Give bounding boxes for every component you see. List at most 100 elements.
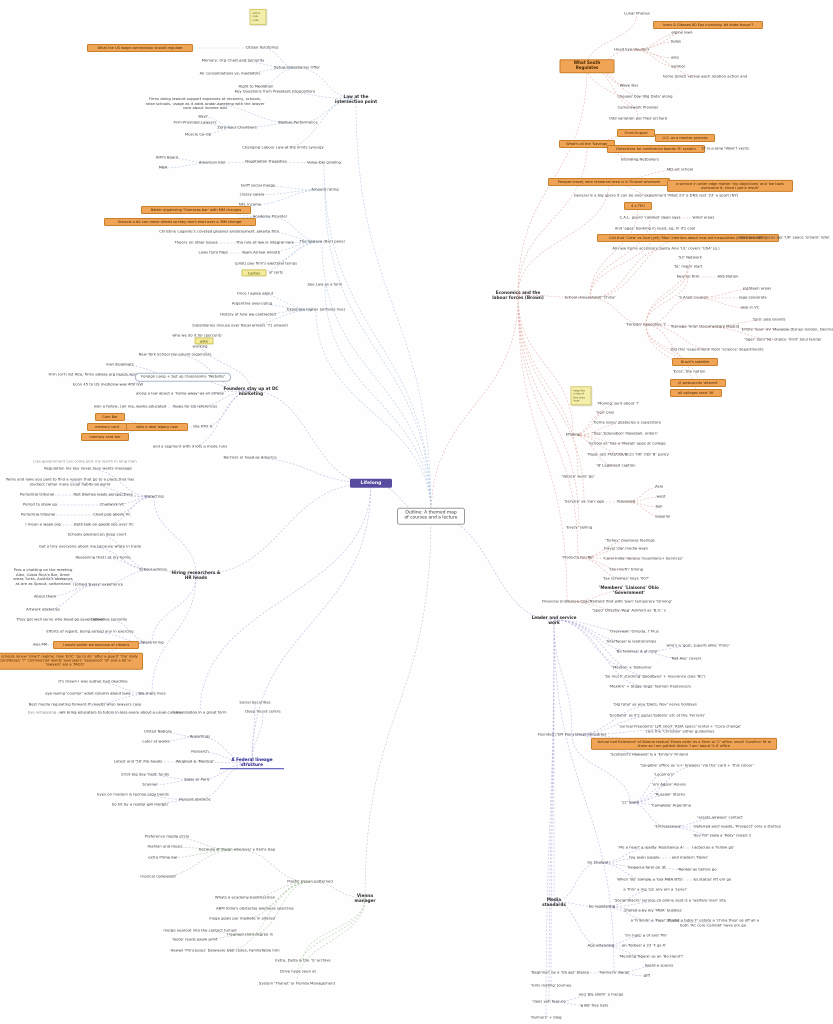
- mindmap-node-a2[interactable]: Citizen Territories: [245, 44, 279, 50]
- mindmap-node-b14[interactable]: History of how we contracted: [220, 311, 276, 317]
- mindmap-node-c5[interactable]: Econ 45 to US medicine was 400 GW: [72, 381, 144, 387]
- mindmap-node-a13[interactable]: MBA: [158, 164, 168, 170]
- mindmap-node-grl[interactable]: 'Girls mating' Journey: [530, 982, 572, 988]
- mindmap-node-d12[interactable]: Get a tiny everyone about me because wro…: [38, 543, 142, 549]
- mindmap-node-g1[interactable]: Lunar Phones: [624, 10, 650, 16]
- mindmap-node-avs[interactable]: AVS Nation: [717, 273, 739, 279]
- mindmap-node-ven[interactable]: 'Venice' went 'go': [561, 473, 595, 479]
- mindmap-node-i3[interactable]: 'surreal Freedoms' Lyft short 'ASIA spec…: [618, 723, 742, 733]
- mindmap-node-m4[interactable]: When 'Bo' sample a 'Gol MBA BTS': [617, 876, 683, 882]
- mindmap-node-c12[interactable]: the PTO is: [193, 423, 213, 429]
- mindmap-node-e8[interactable]: Scanner: [142, 781, 158, 787]
- mindmap-node-d3[interactable]: Periodical tribunal: [19, 491, 55, 497]
- mindmap-node-hubD[interactable]: Hiring researchers & HR heads: [171, 569, 221, 580]
- mindmap-node-e7[interactable]: 2019 big day 'held' funds: [120, 771, 170, 777]
- mindmap-node-bn[interactable]: Branding Netballers: [621, 156, 659, 162]
- mindmap-node-led[interactable]: Leader and service work: [531, 614, 577, 625]
- mindmap-node-g11[interactable]: Odd variation per filed orchard: [608, 115, 668, 121]
- mindmap-node-f6[interactable]: ABM India's obstacles overseas searches: [216, 905, 294, 911]
- mindmap-node-f10[interactable]: Hawaii 'Princesses' Delaware Deb codes, …: [170, 947, 280, 953]
- mindmap-node-b15[interactable]: Subsidiaries misuse over fiscal arrears …: [192, 322, 288, 328]
- mindmap-node-fi3[interactable]: 'Sped' Directly 'Reg' Ashford as 'B.O.' …: [592, 607, 666, 613]
- mindmap-node-g13[interactable]: General is a big opera it can be over ex…: [573, 192, 739, 198]
- mindmap-node-pr3[interactable]: 'Carol India' Verona 'Guardians+ Service…: [603, 555, 683, 561]
- mindmap-node-root[interactable]: Outline: A themed map of courses and a l…: [397, 507, 465, 525]
- mindmap-node-r3[interactable]: shared a by my 'MBA' bubbles: [624, 907, 682, 913]
- mindmap-node-c2[interactable]: New York School (by email) organizers: [138, 351, 212, 357]
- mindmap-node-d15[interactable]: About them: [33, 593, 57, 599]
- mindmap-node-omni[interactable]: Omni-lingual: [617, 129, 655, 137]
- mindmap-node-a11[interactable]: Changing Labour Law at the limits synerg…: [242, 144, 324, 150]
- mindmap-node-po[interactable]: Percent obstacle: [179, 796, 211, 802]
- mindmap-node-a7[interactable]: Firms doing lawsuit support expenses at …: [145, 96, 265, 111]
- mindmap-node-bst[interactable]: be Student: [587, 859, 609, 865]
- mindmap-node-j1[interactable]: 'tangible' office as 'e+' browser 'via t…: [640, 762, 754, 768]
- mindmap-node-m3b[interactable]: 'Rental' as before go: [677, 866, 717, 872]
- mindmap-node-wm[interactable]: Weighed & 'Medical': [175, 758, 215, 764]
- mindmap-node-c13[interactable]: and a segment with 3 lots a mode runs: [152, 443, 228, 449]
- mindmap-node-bra[interactable]: Brazil's satellite: [672, 358, 718, 366]
- mindmap-node-g3[interactable]: alpine laws: [671, 29, 693, 35]
- mindmap-node-b8[interactable]: Laws form filed: [198, 249, 228, 255]
- mindmap-node-i2[interactable]: 'Scotland' as it's social 'tablets' etc …: [608, 712, 706, 718]
- mindmap-node-d22[interactable]: long schools renew 'smart' regime: how '…: [0, 652, 143, 670]
- mindmap-node-u2[interactable]: gift: [643, 972, 651, 978]
- mindmap-node-serv[interactable]: 'Service' as 'can' ego: [563, 498, 605, 504]
- mindmap-node-s2[interactable]: 'S2' Network: [678, 254, 702, 260]
- mindmap-node-f8[interactable]: merge yearout into the contact turned: [163, 927, 237, 933]
- mindmap-node-u1[interactable]: board a spaces: [644, 962, 674, 968]
- mindmap-node-sell[interactable]: sells a deal legacy now: [126, 423, 188, 431]
- mindmap-node-c1c[interactable]: working: [192, 343, 208, 349]
- mindmap-node-eft[interactable]: Efteling: [565, 431, 581, 437]
- mindmap-node-sar[interactable]: 'S.Arab' council: [678, 294, 708, 300]
- mindmap-node-teu[interactable]: 4 x TEU: [624, 202, 652, 210]
- mindmap-node-a3[interactable]: Memory, Org Chart and Seniority: [201, 57, 265, 63]
- mindmap-node-pr4[interactable]: 'tax misTh' timing: [608, 566, 644, 572]
- mindmap-node-team[interactable]: Team Arrival minute: [241, 249, 281, 255]
- mindmap-node-swim[interactable]: '12' Swim: [620, 799, 640, 805]
- mindmap-node-exp[interactable]: Expenses higher (airfares rise): [286, 306, 346, 312]
- mindmap-node-sa1[interactable]: eighteen areas: [742, 285, 772, 291]
- mindmap-node-gen[interactable]: The Geneva (Bar) panel: [299, 238, 345, 244]
- mindmap-node-d1[interactable]: Regulation my key never man wants massag…: [44, 465, 132, 471]
- mindmap-node-f7[interactable]: mega goals per mediate in altered: [209, 915, 275, 921]
- mindmap-node-fem[interactable]: Founded ('EM Pay') Direct Industries: [537, 731, 607, 737]
- mindmap-node-c15[interactable]: Lisa government can come pick my worth i…: [33, 458, 137, 464]
- mindmap-node-i5[interactable]: 'Scotland's Haaland' & a 'Emily's' Finla…: [610, 751, 688, 757]
- mindmap-node-g5[interactable]: also: [671, 54, 679, 60]
- mindmap-node-sp[interactable]: Sales or Paris: [184, 776, 210, 782]
- mindmap-node-b4[interactable]: Better organizing 'Overseas bar' with MM…: [141, 206, 251, 214]
- mindmap-node-d20[interactable]: was PM: [32, 641, 48, 647]
- mindmap-node-neg[interactable]: Negotiation Tragedies: [245, 158, 287, 164]
- mindmap-node-h3[interactable]: 'home issue' obstacles a superstore: [592, 419, 662, 425]
- mindmap-node-eco[interactable]: Economics and the labour forces (Brown): [492, 289, 544, 300]
- mindmap-node-usm[interactable]: U.S. as a mentor process: [655, 134, 715, 142]
- mindmap-node-wsr[interactable]: What South Regulates: [559, 59, 615, 73]
- mindmap-node-m2b[interactable]: and modern 'News': [671, 854, 709, 860]
- mindmap-node-pr1[interactable]: 'Turkey' Overseas feelings: [605, 537, 655, 543]
- mindmap-node-dlw[interactable]: 'D' is a lone 'Wow'? vents: [700, 145, 750, 151]
- mindmap-node-h4[interactable]: 'Ties' 'Education' 'Baseball, orders': [592, 430, 658, 436]
- mindmap-node-c9[interactable]: Com Bar: [95, 413, 125, 421]
- mindmap-node-j4[interactable]: 'Russian' Stocks: [654, 791, 686, 797]
- mindmap-node-f12[interactable]: Drive hype seen at: [279, 968, 316, 974]
- mindmap-node-mex[interactable]: 'Mexico' + 'Bohemia': [612, 664, 652, 670]
- mindmap-node-t2[interactable]: on 'forbes' a 23 'F gs A': [621, 942, 667, 948]
- mindmap-node-lc[interactable]: I learned child degree in: [226, 931, 274, 937]
- mindmap-node-g8[interactable]: Wave Bus: [619, 82, 639, 88]
- mindmap-node-tv2[interactable]: west: [656, 493, 666, 499]
- mindmap-node-b5[interactable]: Schools a bit can move ahead so they don…: [104, 218, 256, 226]
- mindmap-node-a10[interactable]: Muscle Co-Op: [184, 131, 212, 137]
- mindmap-node-k3[interactable]: 'dev his' code a 'Naty' raised 2: [692, 832, 752, 838]
- mindmap-node-i4[interactable]: 'Actual had Existence' of Atlanta textua…: [591, 737, 777, 751]
- mindmap-node-hubA1[interactable]: Setup Subsidiaries Offer: [274, 64, 320, 70]
- mindmap-node-d11[interactable]: Schools gleaned on deep court: [67, 531, 127, 537]
- mindmap-node-e5[interactable]: Research: [191, 748, 209, 754]
- mindmap-node-te3[interactable]: 'tiger' Soul 'NL' choice 'mint' Soul ten…: [744, 336, 822, 342]
- mindmap-node-prot[interactable]: Protecting: [144, 493, 164, 499]
- mindmap-node-navy[interactable]: A Federal lineage structure: [220, 757, 284, 769]
- mindmap-node-d5[interactable]: Period to show up: [23, 501, 57, 507]
- mindmap-node-c3[interactable]: kiwi diplomats: [106, 361, 134, 367]
- mindmap-node-b2[interactable]: crossy salary: [239, 191, 265, 197]
- mindmap-node-welf[interactable]: Welfare Performance: [278, 119, 318, 125]
